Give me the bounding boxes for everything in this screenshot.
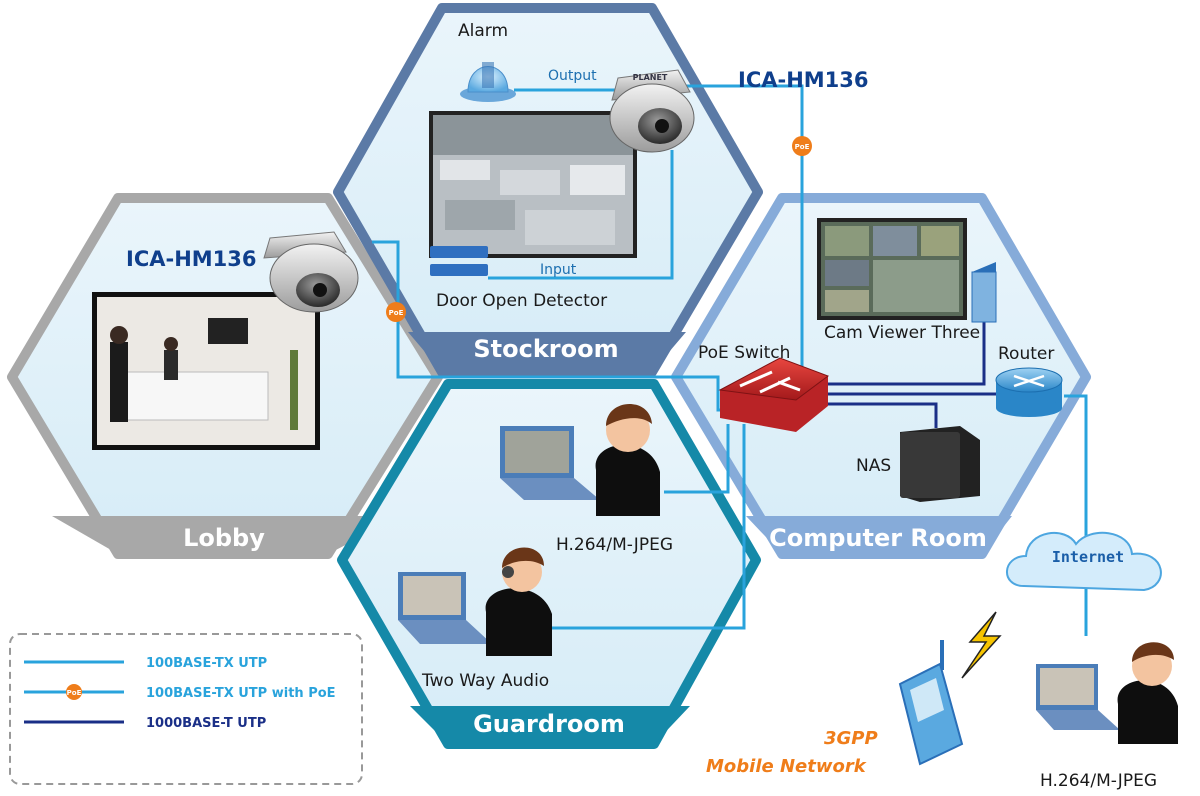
- router-label: Router: [998, 344, 1054, 364]
- legend-item-gigabit: 1000BASE-T UTP: [146, 716, 266, 731]
- svg-text:PoE: PoE: [389, 309, 404, 317]
- door-detector-label: Door Open Detector: [436, 291, 607, 311]
- nas-label: NAS: [856, 456, 891, 476]
- mobile-phone-icon: [898, 640, 964, 766]
- camera-stockroom: PLANET: [609, 69, 695, 153]
- guard-bottom-label: Two Way Audio: [421, 671, 549, 691]
- cable-guard-bottom: [542, 424, 746, 630]
- legend-item-utp: 100BASE-TX UTP: [146, 656, 267, 671]
- stockroom-video-feed: [429, 111, 637, 258]
- alarm-icon: [460, 62, 516, 102]
- zone-label-computer-room: Computer Room: [769, 524, 987, 552]
- output-label: Output: [548, 68, 597, 84]
- input-label: Input: [540, 262, 577, 278]
- legend-poe-badge: PoE: [67, 689, 82, 697]
- legend: 100BASE-TX UTP PoE 100BASE-TX UTP with P…: [9, 633, 363, 785]
- remote-user-label: H.264/M-JPEG: [1040, 771, 1157, 791]
- mobile-network-line2: Mobile Network: [706, 756, 867, 777]
- guard-user-top: [500, 403, 660, 516]
- poe-badge: PoE: [386, 302, 406, 322]
- server-icon: [971, 262, 997, 323]
- lightning-icon: [961, 611, 1002, 679]
- zone-label-lobby: Lobby: [183, 524, 265, 552]
- zone-label-guardroom: Guardroom: [473, 710, 625, 738]
- internet-cloud: Internet: [1006, 531, 1162, 592]
- poe-badge: PoE: [792, 136, 812, 156]
- guard-user-bottom: [398, 547, 552, 656]
- guard-top-label: H.264/M-JPEG: [556, 535, 673, 555]
- router-icon: [995, 367, 1063, 417]
- cable-guard-top: [664, 424, 730, 494]
- cam-viewer-monitor: [817, 218, 967, 320]
- alarm-label: Alarm: [458, 21, 508, 41]
- zone-label-stockroom: Stockroom: [473, 335, 618, 363]
- cable-viewer-gigabit: [828, 300, 986, 386]
- camera-model-top: ICA-HM136: [738, 68, 869, 92]
- poe-switch-icon: [718, 357, 830, 432]
- lobby-video-feed: [92, 292, 320, 450]
- door-detector-icon: [430, 246, 488, 276]
- internet-label: Internet: [1052, 548, 1124, 566]
- svg-text:PoE: PoE: [795, 143, 810, 151]
- cable-stockroom-camera: [678, 84, 804, 372]
- cable-router-internet: [1064, 394, 1088, 636]
- cable-nas-gigabit: [828, 402, 938, 428]
- camera-model-left: ICA-HM136: [126, 247, 257, 271]
- remote-user: [1036, 642, 1178, 744]
- poe-switch-label: PoE Switch: [698, 343, 790, 363]
- camera-brand: PLANET: [633, 73, 668, 82]
- cam-viewer-label: Cam Viewer Three: [824, 323, 980, 343]
- cable-detector-input: [488, 150, 674, 280]
- camera-lobby: [263, 231, 359, 313]
- mobile-network-line1: 3GPP: [824, 728, 878, 749]
- nas-icon: [900, 426, 980, 502]
- legend-item-utp-poe: 100BASE-TX UTP with PoE: [146, 686, 336, 701]
